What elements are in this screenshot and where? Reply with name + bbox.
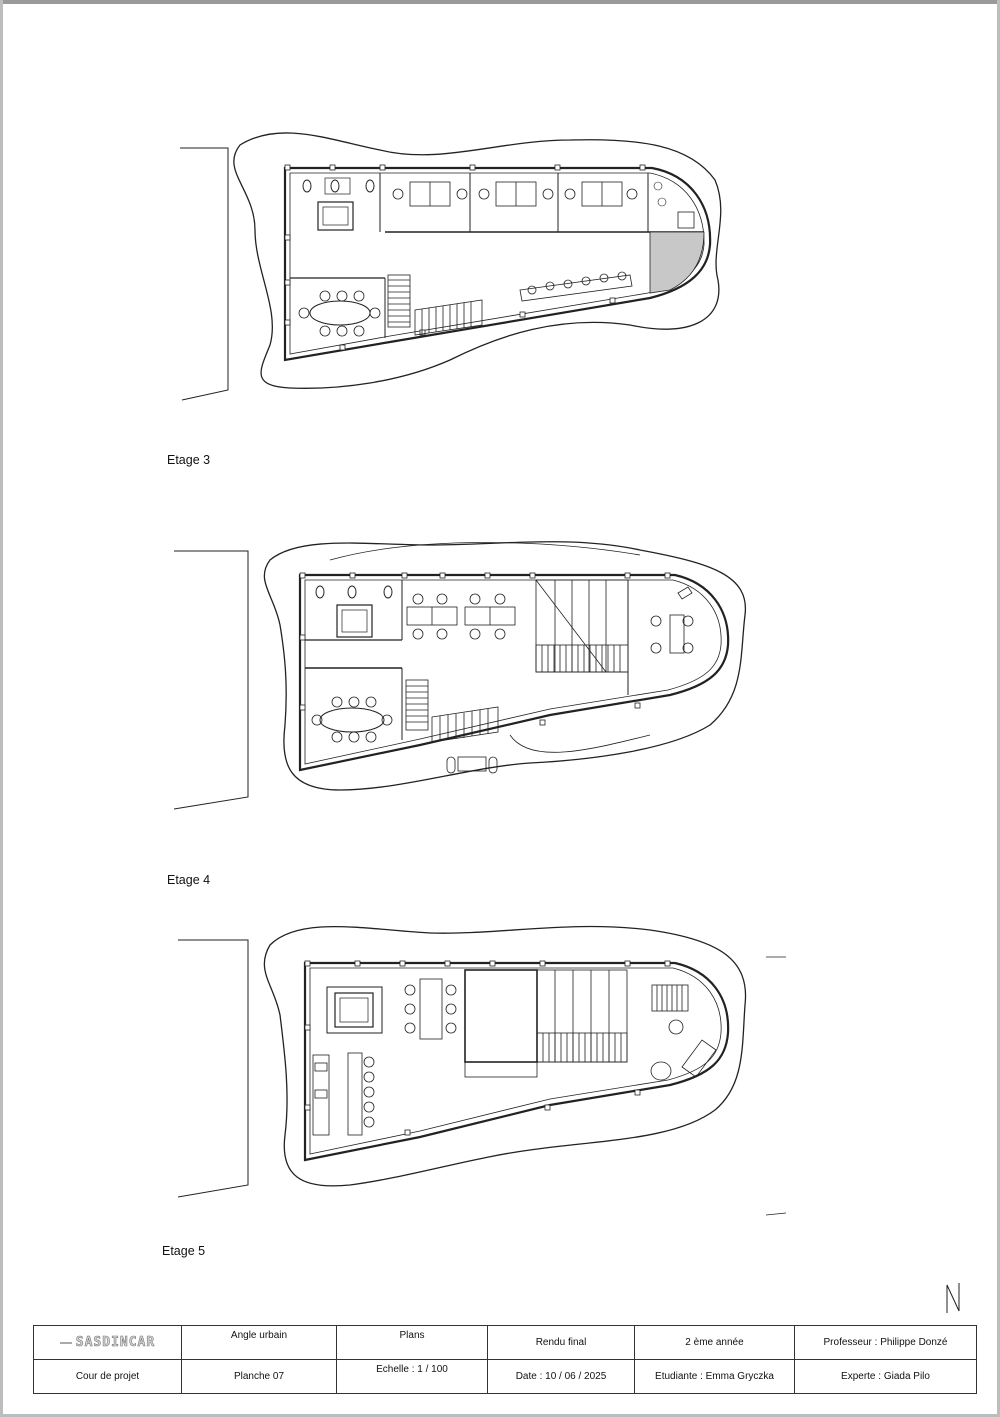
columns [299, 572, 671, 726]
date: Date : 10 / 06 / 2025 [487, 1359, 635, 1394]
staircase [405, 679, 499, 743]
atrium-stairs [535, 579, 629, 673]
elevator [317, 201, 354, 231]
site-outline [263, 925, 747, 1187]
professor: Professeur : Philippe Donzé [794, 1325, 977, 1360]
staircase [387, 274, 483, 336]
course-name: Cour de projet [33, 1359, 182, 1394]
study-year: 2 ème année [634, 1325, 795, 1360]
project-title: Angle urbain [181, 1325, 337, 1360]
elevator-core [326, 986, 383, 1034]
scale: Echelle : 1 / 100 [336, 1359, 488, 1394]
floor-label-etage-3: Etage 3 [167, 453, 211, 467]
page-top-border [0, 0, 1000, 4]
open-space-desks [519, 271, 633, 302]
office-desks [406, 593, 516, 640]
floor-label-etage-4: Etage 4 [167, 873, 211, 887]
floor-plan-etage-5 [177, 925, 787, 1216]
floor-plan-etage-3 [180, 132, 722, 401]
submission-type: Rendu final [487, 1325, 635, 1360]
page-right-border [997, 0, 1000, 1417]
school-logo: SASDINCAR [33, 1325, 182, 1360]
title-block: SASDINCAR Angle urbain Plans Rendu final… [33, 1325, 977, 1394]
meeting-table [319, 707, 385, 733]
building-shell [283, 166, 712, 362]
expert: Experte : Giada Pilo [794, 1359, 977, 1394]
office-desks [392, 181, 638, 207]
outdoor-bench [446, 756, 498, 774]
columns [304, 960, 671, 1136]
atrium-void [464, 969, 538, 1063]
columns [284, 164, 646, 351]
kitchen-counter [312, 1052, 375, 1136]
meeting-corner [650, 586, 694, 654]
dining-table [404, 978, 457, 1040]
terrace-area [649, 231, 705, 294]
elevator [336, 604, 373, 638]
page-left-border [0, 0, 3, 1417]
student: Etudiante : Emma Gryczka [634, 1359, 795, 1394]
neighbour-building-outline [173, 550, 249, 810]
north-arrow-icon [946, 1283, 960, 1313]
meeting-table [309, 300, 371, 326]
neighbour-building-outline [177, 939, 249, 1198]
floor-label-etage-5: Etage 5 [162, 1244, 206, 1258]
site-outline [233, 132, 722, 389]
site-outline [263, 541, 747, 791]
building-shell [298, 573, 730, 772]
page-bottom-border [0, 1414, 1000, 1417]
sheet-type: Plans [336, 1325, 488, 1360]
sheet-number: Planche 07 [181, 1359, 337, 1394]
neighbour-building-outline [180, 147, 229, 401]
atrium-stairs [536, 969, 628, 1063]
lounge-furniture [650, 984, 717, 1081]
floor-plan-etage-4 [173, 541, 747, 810]
building-shell [303, 961, 730, 1162]
